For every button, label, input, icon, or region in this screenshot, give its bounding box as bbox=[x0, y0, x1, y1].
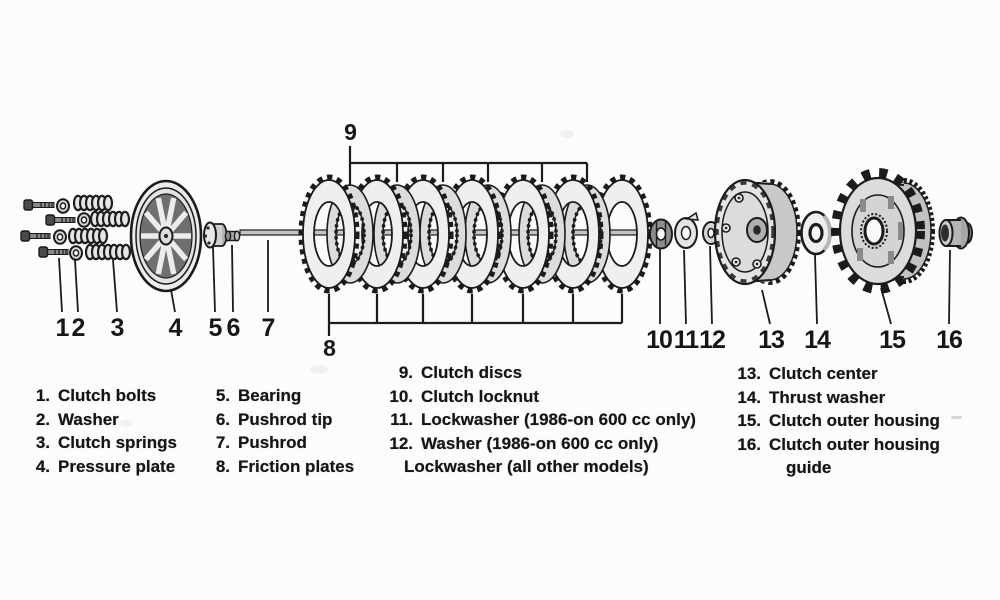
legend-item-number: 1. bbox=[35, 386, 50, 405]
legend-column-3: 9. Clutch discs 10. Clutch locknut 11. Lock… bbox=[386, 361, 696, 479]
legend-item-number: 11. bbox=[390, 410, 413, 429]
callout-numbers: 1 2 3 4 5 6 7 8 9 10 11 12 13 14 15 16 bbox=[56, 119, 963, 361]
legend-item-label: Clutch locknut bbox=[421, 386, 540, 406]
callout-11: 11 bbox=[674, 326, 700, 354]
clutch-bolts-drawing bbox=[20, 199, 76, 258]
callout-16: 16 bbox=[936, 326, 962, 354]
scan-smudge bbox=[560, 130, 574, 138]
legend-item: 13. Clutch center bbox=[731, 362, 940, 386]
legend-item-label: Clutch bolts bbox=[58, 386, 157, 405]
legend-item-number: 13. bbox=[737, 364, 761, 383]
legend-item: 12. Washer (1986-on 600 cc only) bbox=[386, 432, 696, 456]
legend-item: 4. Pressure plate bbox=[30, 455, 177, 479]
pushrod-tip-drawing bbox=[224, 230, 241, 242]
callout-4: 4 bbox=[169, 314, 183, 342]
clutch-outer-housing-drawing bbox=[831, 168, 935, 294]
callout-12: 12 bbox=[699, 326, 725, 354]
legend-item-number: 6. bbox=[215, 409, 230, 429]
leader-lines bbox=[58, 240, 951, 325]
scan-artifact-dash bbox=[951, 416, 962, 419]
callout-3: 3 bbox=[111, 314, 124, 342]
clutch-locknut-drawing bbox=[649, 218, 673, 250]
legend-item: 10. Clutch locknut bbox=[386, 385, 696, 409]
legend-item: 16. Clutch outer housing bbox=[731, 433, 940, 457]
legend-item-number: 10. bbox=[389, 386, 413, 406]
bearing-drawing bbox=[203, 221, 228, 249]
legend-item-continuation: guide bbox=[731, 456, 940, 480]
housing-guide-drawing bbox=[938, 216, 973, 250]
spring-posts bbox=[721, 193, 762, 269]
legend-item-label: Clutch outer housing bbox=[769, 434, 940, 454]
callout-14: 14 bbox=[804, 326, 831, 354]
legend-item-number: 15. bbox=[737, 411, 761, 430]
legend-item-label: Clutch outer housing bbox=[769, 411, 940, 430]
legend-item: 9. Clutch discs bbox=[386, 361, 696, 385]
legend-item-continuation: Lockwasher (all other models) bbox=[386, 455, 696, 479]
clutch-exploded-diagram: 1 2 3 4 5 6 7 8 9 10 11 12 13 14 15 16 bbox=[20, 119, 973, 361]
legend-item-label: Pressure plate bbox=[58, 456, 176, 476]
legend-item-label: Pushrod bbox=[238, 433, 307, 452]
clutch-center-drawing bbox=[713, 178, 801, 286]
legend-item: 3. Clutch springs bbox=[30, 431, 177, 455]
legend-item: 7. Pushrod bbox=[210, 431, 354, 455]
legend-item: 1. Clutch bolts bbox=[30, 384, 177, 408]
legend-item-number: 12. bbox=[389, 433, 413, 453]
legend-item: 2. Washer bbox=[30, 408, 177, 432]
legend-item: 8. Friction plates bbox=[210, 455, 354, 479]
callout-2: 2 bbox=[72, 314, 85, 342]
callout-7: 7 bbox=[262, 314, 275, 342]
legend-column-2: 5. Bearing 6. Pushrod tip 7. Pushrod 8. Fric… bbox=[210, 384, 354, 478]
legend-item-label: Thrust washer bbox=[769, 387, 886, 407]
callout-9: 9 bbox=[344, 119, 356, 145]
legend-item-label: Lockwasher (all other models) bbox=[404, 457, 649, 476]
legend-item: 15. Clutch outer housing bbox=[731, 409, 940, 433]
legend-item-number: 16. bbox=[737, 434, 761, 454]
callout-6: 6 bbox=[227, 314, 240, 342]
legend-item-label: Clutch center bbox=[769, 364, 878, 383]
callout-8: 8 bbox=[323, 335, 336, 361]
legend-item-label: Clutch discs bbox=[421, 363, 523, 382]
legend-item-label: Bearing bbox=[238, 386, 302, 405]
legend-item-number: 3. bbox=[35, 433, 50, 452]
washers-drawing bbox=[53, 198, 91, 261]
legend-item-number: 2. bbox=[35, 409, 50, 429]
legend-item-number: 8. bbox=[215, 456, 230, 476]
legend-item-label: Pushrod tip bbox=[238, 409, 333, 429]
legend-column-1: 1. Clutch bolts 2. Washer 3. Clutch springs… bbox=[30, 384, 177, 478]
legend-item-label: Clutch springs bbox=[58, 433, 178, 452]
legend-item-number: 7. bbox=[215, 433, 230, 452]
legend-column-4: 13. Clutch center 14. Thrust washer 15. Clu… bbox=[731, 362, 940, 480]
callout-10: 10 bbox=[646, 326, 672, 354]
scan-smudge bbox=[120, 420, 132, 427]
legend-item-number: 14. bbox=[737, 387, 761, 407]
legend-item: 6. Pushrod tip bbox=[210, 408, 354, 432]
thrust-washer-drawing bbox=[800, 210, 832, 256]
callout-5: 5 bbox=[209, 314, 223, 342]
callout-13: 13 bbox=[758, 326, 784, 354]
legend-item-number: 5. bbox=[215, 386, 230, 405]
bracket-9 bbox=[348, 146, 589, 186]
legend-item-label: Lockwasher (1986-on 600 cc only) bbox=[421, 410, 696, 429]
legend-item-label: Washer bbox=[58, 409, 119, 429]
pressure-plate-drawing bbox=[129, 179, 203, 293]
legend-item-label: guide bbox=[786, 458, 832, 477]
callout-15: 15 bbox=[879, 326, 906, 354]
legend-item-number: 9. bbox=[398, 363, 413, 382]
legend-item: 14. Thrust washer bbox=[731, 386, 940, 410]
legend-item-number: 4. bbox=[35, 456, 50, 476]
legend-item-label: Washer (1986-on 600 cc only) bbox=[421, 433, 659, 453]
housing-slots bbox=[857, 196, 903, 264]
legend-item: 5. Bearing bbox=[210, 384, 354, 408]
legend-item-label: Friction plates bbox=[238, 456, 355, 476]
callout-1: 1 bbox=[56, 314, 70, 342]
scan-smudge bbox=[310, 365, 328, 374]
lockwasher-drawing bbox=[674, 211, 700, 249]
legend-item: 11. Lockwasher (1986-on 600 cc only) bbox=[386, 408, 696, 432]
bracket-8 bbox=[327, 294, 624, 336]
